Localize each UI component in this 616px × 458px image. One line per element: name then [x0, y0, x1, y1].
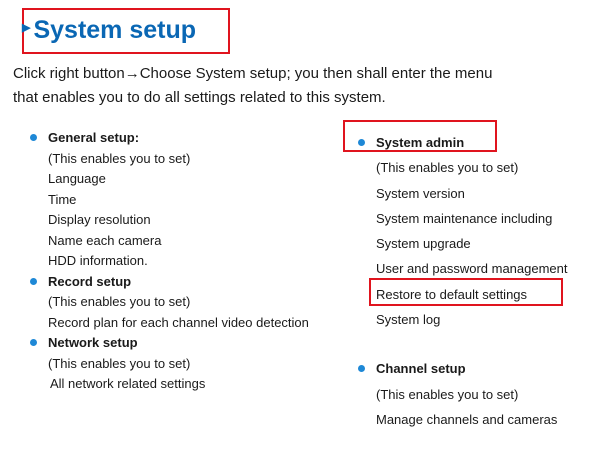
list-item: User and password management [376, 261, 568, 277]
bullet-icon [30, 339, 37, 347]
triangle-right-icon: ▶ [22, 22, 31, 35]
left-column: General setup: (This enables you to set)… [30, 128, 360, 395]
list-item: Name each camera [48, 232, 162, 248]
general-setup-heading: General setup: [30, 128, 360, 149]
list-item: (This enables you to set) [48, 294, 191, 309]
list-item: System upgrade [376, 236, 471, 252]
list-item: System log [376, 312, 441, 328]
list-item: Restore to default settings [376, 286, 528, 302]
system-admin-heading: System admin [358, 130, 616, 155]
list-item: Record plan for each channel video detec… [48, 314, 309, 330]
title-highlight-box [22, 8, 230, 54]
list-item: (This enables you to set) [376, 386, 519, 402]
page-title: ▶System setup [22, 10, 196, 51]
list-item: (This enables you to set) [48, 150, 191, 166]
channel-setup-heading: Channel setup [358, 356, 616, 381]
bullet-icon [30, 277, 37, 285]
list-item: Display resolution [48, 212, 151, 227]
list-item: System maintenance including [376, 210, 553, 226]
list-item: Manage channels and cameras [376, 411, 558, 427]
right-column: System admin (This enables you to set) S… [358, 130, 616, 432]
bullet-icon [30, 134, 37, 142]
list-item: Language [48, 171, 106, 186]
intro-paragraph: Click right button→Choose System setup; … [13, 62, 613, 110]
page-title-text: System setup [33, 16, 197, 44]
intro-line-1: Click right button→Choose System setup; … [13, 65, 493, 82]
list-item: HDD information. [48, 253, 148, 268]
list-item: (This enables you to set) [376, 160, 519, 176]
record-setup-heading: Record setup [30, 272, 360, 293]
list-item: All network related settings [50, 376, 206, 391]
list-item: (This enables you to set) [48, 355, 191, 371]
restore-highlight-box [369, 278, 563, 306]
network-setup-heading: Network setup [30, 333, 360, 354]
list-item: System version [376, 185, 465, 201]
list-item: Time [48, 191, 77, 207]
intro-line-2: that enables you to do all settings rela… [13, 89, 386, 106]
bullet-icon [358, 138, 365, 146]
bullet-icon [358, 365, 365, 373]
system-admin-highlight-box [343, 120, 497, 152]
